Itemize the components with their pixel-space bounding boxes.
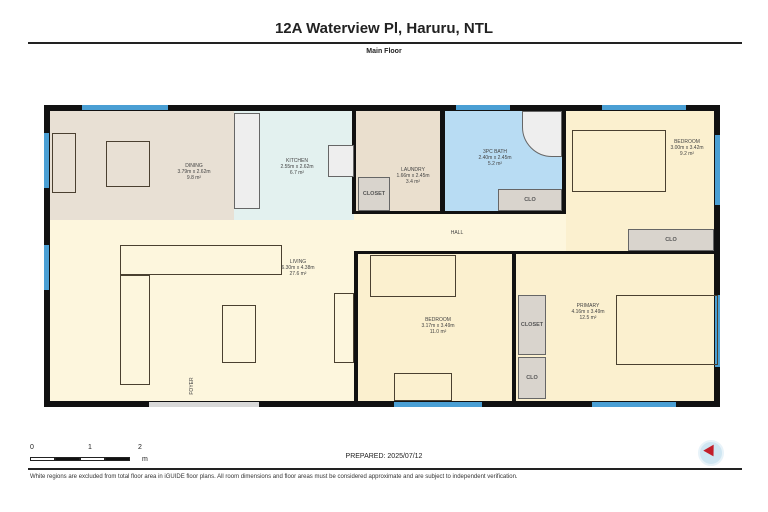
stove — [328, 145, 354, 177]
front-door — [149, 402, 259, 407]
label-laundry: LAUNDRY 1.66m x 2.45m 3.4 m² — [396, 167, 430, 185]
wall-right — [714, 105, 720, 407]
room-living — [44, 220, 354, 407]
label-foyer: FOYER — [189, 377, 195, 395]
window — [44, 245, 49, 290]
label-living: LIVING 6.30m x 4.38m 27.6 m² — [281, 259, 315, 277]
window — [82, 105, 168, 110]
wall-laundry-left — [352, 105, 356, 213]
wall-bed3-left — [354, 251, 358, 407]
label-primary: PRIMARY 4.16m x 3.49m 12.5 m² — [571, 303, 605, 321]
label-bedroom-2: BEDROOM 3.00m x 3.42m 9.2 m² — [670, 139, 704, 157]
disclaimer: White regions are excluded from total fl… — [30, 474, 518, 480]
primary-bed — [616, 295, 718, 365]
kitchen-counter — [234, 113, 260, 209]
label-bedroom-3: BEDROOM 3.17m x 3.49m 11.0 m² — [421, 317, 455, 335]
primary-clo: CLO — [518, 357, 546, 399]
sideboard — [52, 133, 76, 193]
sectional-sofa-side — [120, 275, 150, 385]
window — [715, 135, 720, 205]
dining-table — [106, 141, 150, 187]
window — [602, 105, 686, 110]
desk — [394, 373, 452, 401]
wall-bed3-right — [512, 251, 516, 407]
label-dining: DINING 3.79m x 2.62m 9.8 m² — [177, 163, 211, 181]
label-bath: 3PC BATH 2.40m x 2.45m 5.2 m² — [478, 149, 512, 167]
window — [394, 402, 482, 407]
window — [456, 105, 510, 110]
label-hall: HALL — [450, 230, 464, 236]
wall-bottom — [44, 401, 720, 407]
scale-bar: 0 1 2 m — [30, 444, 148, 463]
bed — [572, 130, 666, 192]
label-kitchen: KITCHEN 2.55m x 2.62m 6.7 m² — [280, 158, 314, 176]
room-primary — [514, 253, 720, 407]
compass-icon — [698, 440, 724, 466]
coffee-table — [222, 305, 256, 363]
room-bedroom-2 — [566, 105, 720, 251]
primary-closet: CLOSET — [518, 295, 546, 355]
wall-top — [44, 105, 720, 111]
bath-clo: CLO — [498, 189, 562, 211]
title-divider — [28, 42, 742, 44]
window — [44, 133, 49, 188]
page-title: 12A Waterview Pl, Haruru, NTL — [274, 20, 494, 37]
prepared-date: PREPARED: 2025/07/12 — [345, 453, 423, 460]
sectional-sofa — [120, 245, 282, 275]
window — [592, 402, 676, 407]
wall-bath-right — [562, 105, 566, 213]
wall-bath-left — [440, 105, 445, 213]
room-hall — [354, 213, 566, 253]
room-bedroom-3 — [356, 253, 514, 407]
floor-label: Main Floor — [366, 48, 402, 55]
wall-hall-top — [352, 211, 566, 214]
sofa-bed — [370, 255, 456, 297]
laundry-closet: CLOSET — [358, 177, 390, 211]
tv-unit — [334, 293, 354, 363]
floor-plan: CLOSET CLO CLO CLOSET CLO DINING 3.79m x… — [44, 105, 720, 407]
footer-divider — [28, 468, 742, 470]
wall-hall-bottom — [354, 251, 720, 254]
bedroom2-clo: CLO — [628, 229, 714, 251]
